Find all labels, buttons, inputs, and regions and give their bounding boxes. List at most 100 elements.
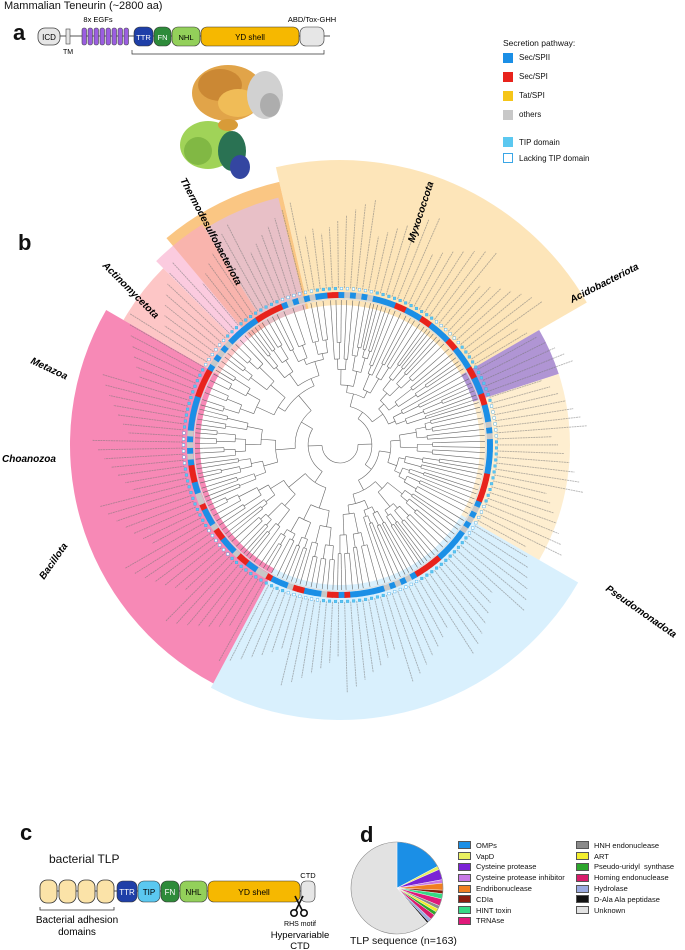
tree-branch: [425, 411, 440, 417]
tree-branch: [372, 353, 378, 367]
panel-c-letter: c: [20, 820, 33, 845]
leaf-label: [452, 554, 493, 593]
tree-branch: [365, 565, 371, 587]
leaf-label: [344, 601, 348, 693]
pie-legend-left-item: Cysteine protease: [458, 862, 565, 873]
tree-branch: [417, 486, 424, 491]
pie-legend-left-item: VapD: [458, 851, 565, 862]
tree-branch: [277, 509, 290, 526]
leaf-label: [205, 273, 244, 322]
tree-branch: [375, 363, 384, 378]
secretion-ring-segment: [482, 473, 491, 481]
tree-branch: [362, 374, 370, 390]
leaf-label: [171, 261, 235, 330]
adhesion-label-1: Bacterial adhesion: [36, 915, 118, 926]
secretion-ring-segment: [320, 292, 328, 300]
tree-branch: [308, 541, 313, 556]
tip-marker: [491, 410, 495, 414]
tip-marker: [214, 348, 218, 352]
leaf-label: [391, 222, 419, 297]
tree-branch: [213, 412, 228, 417]
tree-branch: [440, 435, 485, 439]
tree-branch: [392, 368, 404, 381]
leaf-label: [485, 503, 559, 535]
tree-branch: [224, 454, 236, 457]
tree-branch: [238, 458, 251, 461]
tip-marker: [467, 355, 471, 359]
secretion-ring-segment: [326, 591, 333, 598]
leaf-label: [362, 199, 377, 290]
tree-branch: [418, 399, 428, 405]
tree-branch: [419, 402, 430, 408]
tree-branch: [275, 440, 279, 463]
secretion-ring-segment: [188, 464, 196, 472]
tree-branch: [252, 508, 263, 518]
secretion-ring-segment: [388, 581, 397, 590]
tip-marker: [414, 306, 418, 310]
secretion-ring-segment: [187, 441, 194, 449]
leaf-label: [452, 288, 501, 336]
pie-legend-right-item: D-Ala Ala peptidase: [576, 894, 674, 905]
tree-branch: [260, 506, 263, 510]
tip-marker: [346, 599, 350, 603]
secretion-ring-segment: [314, 589, 322, 597]
tree-branch: [443, 394, 477, 408]
tip-marker: [186, 407, 190, 411]
tree-branch: [396, 323, 420, 359]
leaf-label: [187, 564, 239, 626]
tree-branch: [431, 425, 440, 428]
tree-branch: [266, 554, 277, 571]
secretion-ring-segment: [187, 447, 194, 454]
leaf-label: [408, 254, 434, 304]
sec-spi-label: Sec/SPI: [519, 72, 548, 81]
tree-branch: [208, 433, 217, 435]
secretion-ring-segment: [360, 589, 368, 597]
ttr-domain: [133, 26, 154, 47]
tree-branch: [354, 561, 360, 589]
tree-branch: [273, 350, 283, 363]
tree-branch: [405, 456, 423, 460]
tree-branch: [323, 544, 326, 559]
secretion-ring-segment: [196, 497, 205, 506]
tip-marker: [264, 305, 268, 309]
c-ctd-domain: [300, 880, 316, 903]
legend-item-no-tip: Lacking TIP domain: [503, 150, 589, 166]
tree-branch: [280, 536, 286, 545]
leaf-label: [218, 575, 254, 627]
tree-branch: [302, 337, 306, 345]
legend-item-sec-spii: Sec/SPII: [503, 48, 550, 67]
secretion-ring-segment: [383, 298, 392, 307]
leaf-label: [485, 353, 565, 387]
tree-branch: [213, 373, 221, 378]
tip-marker: [259, 308, 263, 312]
leaf-label: [164, 325, 211, 358]
tree-branch: [304, 539, 308, 549]
leaf-label: [471, 328, 518, 360]
c-ttr-domain: [116, 880, 138, 903]
c-fn-domain: [160, 880, 180, 903]
tree-branch: [400, 378, 411, 389]
tree-branch: [408, 336, 437, 369]
tree-branch: [278, 543, 282, 546]
tip-marker: [204, 363, 208, 367]
tip-marker: [486, 393, 490, 397]
tree-branch: [440, 402, 479, 415]
tree-branch: [398, 394, 417, 407]
tree-branch: [363, 515, 368, 518]
secretion-ring-segment: [292, 297, 300, 306]
leaf-label: [280, 597, 304, 686]
leaf-label: [124, 522, 205, 569]
tree-branch: [240, 533, 257, 551]
tree-branch: [377, 482, 388, 493]
abd-label: ABD/Tox-GHH: [288, 15, 336, 24]
tree-branch: [299, 554, 309, 585]
leaf-label: [216, 243, 259, 312]
secretion-ring-segment: [349, 292, 357, 299]
pie-legend-right-label: D-Ala Ala peptidase: [594, 894, 660, 904]
tree-branch: [406, 417, 426, 425]
tip-marker: [494, 440, 498, 444]
leaf-label: [229, 584, 270, 661]
tree-branch: [390, 513, 397, 523]
tree-branch: [399, 351, 411, 367]
tree-branch: [357, 418, 373, 465]
